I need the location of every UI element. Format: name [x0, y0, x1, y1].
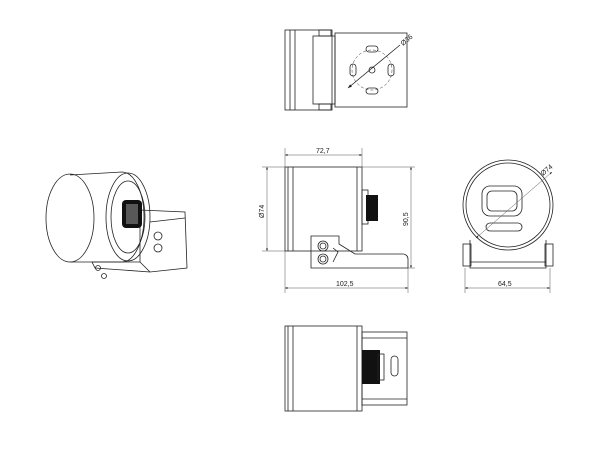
width-72-7-label: 72,7 — [316, 148, 330, 155]
front-view: 72,7 Ø74 90,5 102,5 — [259, 148, 415, 293]
height-90-5-label: 90,5 — [403, 212, 410, 226]
width-64-5-label: 64,5 — [498, 281, 512, 288]
side-view: Ø74 64,5 — [462, 159, 555, 293]
top-view: Ø36 — [284, 29, 415, 111]
connector — [361, 189, 378, 225]
connector — [362, 350, 385, 384]
bottom-view — [284, 325, 408, 412]
diameter-74-label: Ø74 — [259, 205, 266, 218]
diameter-74-label: Ø74 — [540, 164, 555, 178]
length-102-5-label: 102,5 — [336, 281, 354, 288]
connector — [122, 200, 142, 228]
isometric-view — [45, 171, 188, 279]
